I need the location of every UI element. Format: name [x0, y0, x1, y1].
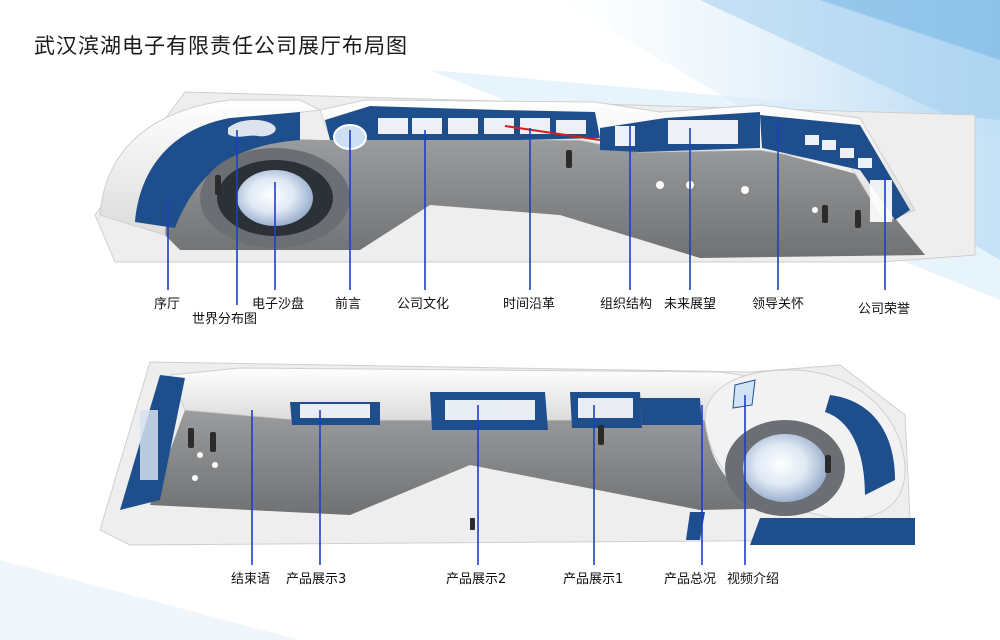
label-leader-care: 领导关怀 [752, 297, 805, 312]
label-company-culture: 公司文化 [397, 297, 450, 312]
upper-hall [94, 91, 976, 263]
label-company-honors: 公司荣誉 [858, 302, 911, 317]
label-history: 时间沿革 [503, 297, 556, 312]
label-product-display-3: 产品展示3 [286, 572, 347, 587]
label-foreword: 前言 [335, 297, 362, 312]
leader-lines [167, 122, 886, 565]
label-org-structure: 组织结构 [600, 297, 653, 312]
label-future-outlook: 未来展望 [664, 297, 717, 312]
label-product-overview: 产品总况 [664, 572, 717, 587]
label-closing: 结束语 [231, 572, 271, 587]
label-product-display-2: 产品展示2 [446, 572, 507, 587]
page-title: 武汉滨湖电子有限责任公司展厅布局图 [34, 34, 408, 58]
label-preface-hall: 序厅 [154, 297, 181, 312]
label-sand-table: 电子沙盘 [252, 297, 305, 312]
label-video-intro: 视频介绍 [727, 572, 780, 587]
label-world-map: 世界分布图 [192, 312, 258, 327]
lower-hall [99, 361, 915, 546]
label-product-display-1: 产品展示1 [563, 572, 624, 587]
